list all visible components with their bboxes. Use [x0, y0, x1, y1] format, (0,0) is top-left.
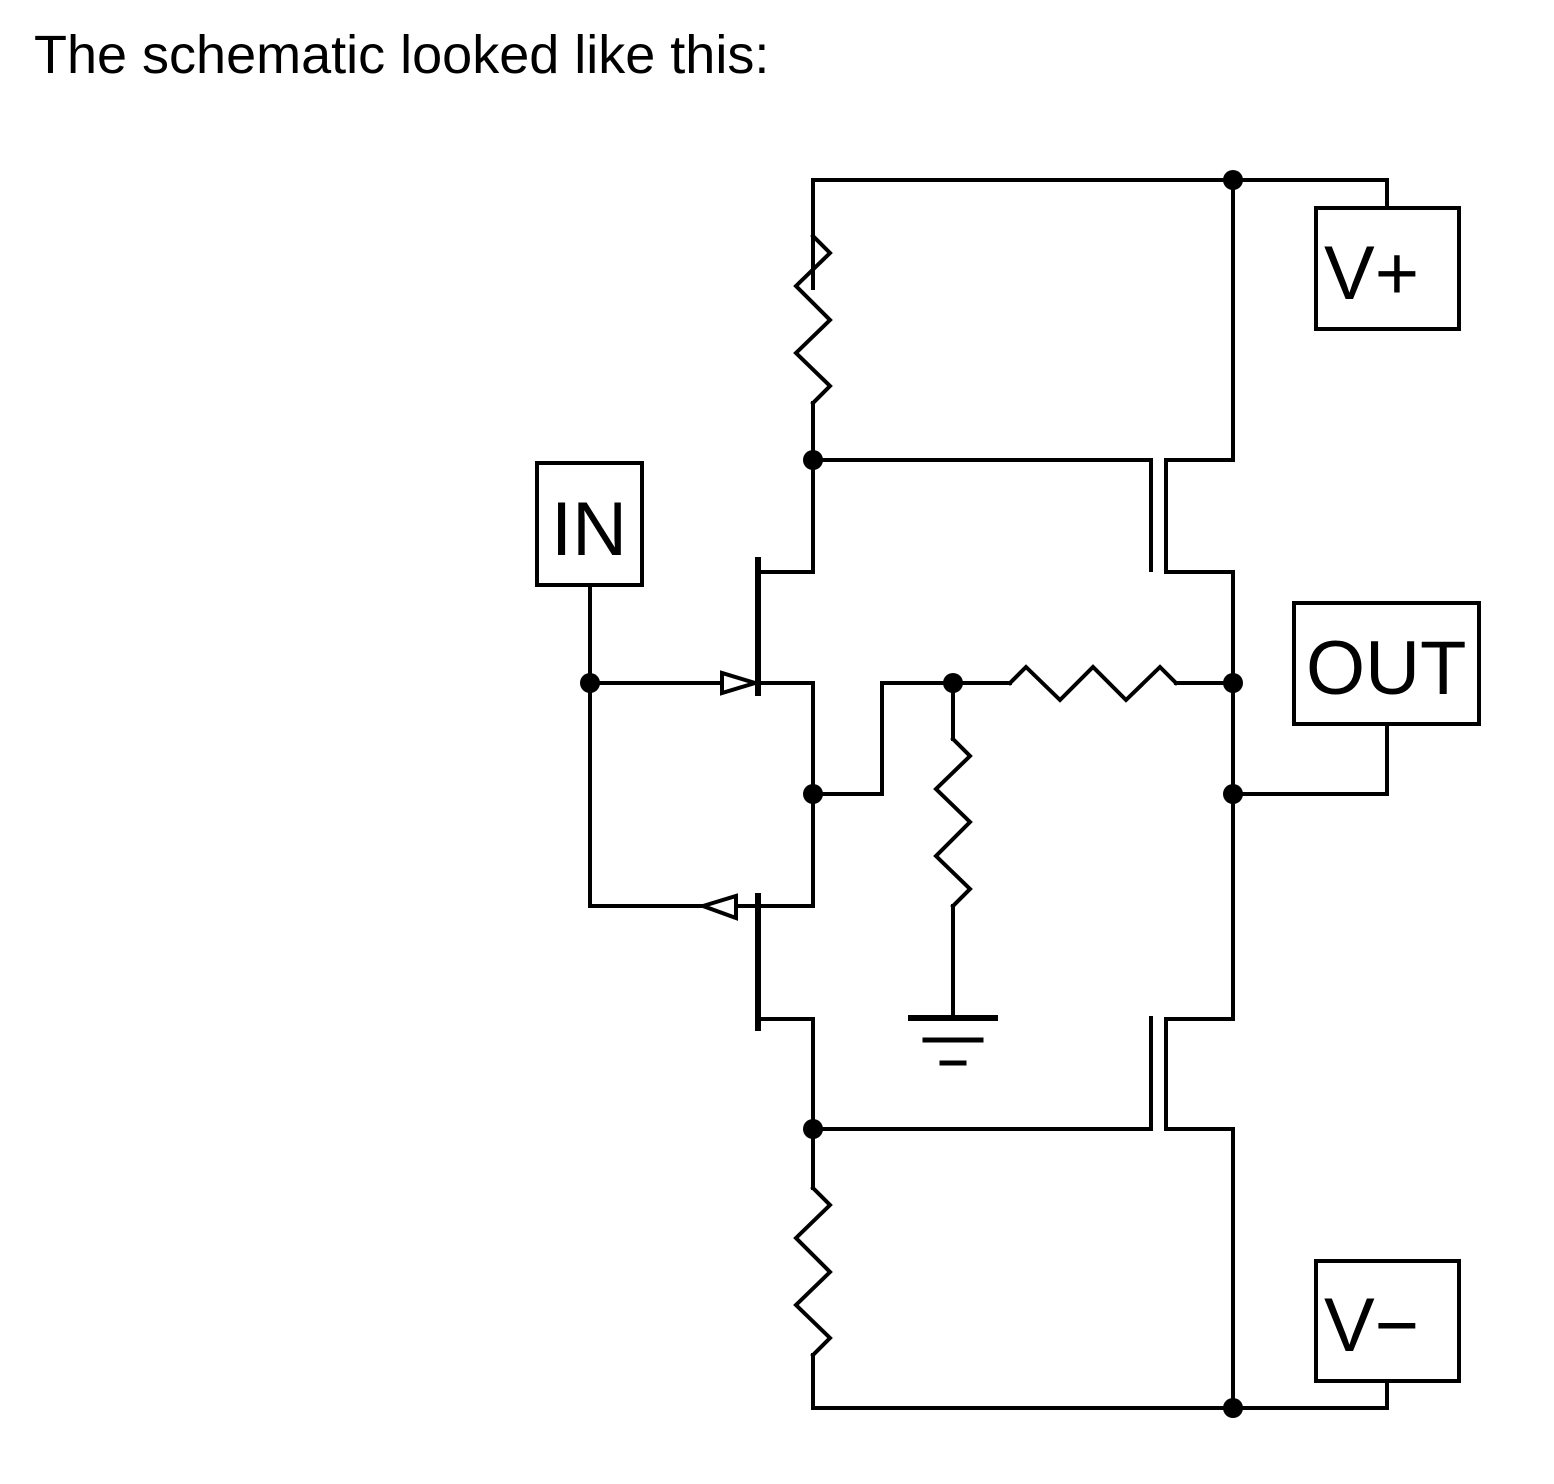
- vminus-port: V−: [1314, 1259, 1461, 1383]
- output-label: OUT: [1306, 626, 1466, 711]
- upper-drive-node: [803, 450, 1153, 572]
- output-node: [1223, 673, 1389, 1021]
- junction-dot: [803, 1119, 823, 1139]
- resistor-r2: [793, 1185, 833, 1410]
- jfet-j1: [720, 557, 815, 908]
- mosfet-m2: [811, 1016, 1235, 1410]
- vplus-port: V+: [1314, 206, 1461, 331]
- vplus-label: V+: [1324, 231, 1419, 316]
- jfet-j2: [696, 893, 815, 1190]
- output-port: OUT: [1292, 601, 1481, 726]
- gate-arrow-icon: [720, 670, 762, 696]
- source-node: [803, 673, 1012, 804]
- junction-dot: [1223, 1398, 1243, 1418]
- input-label: IN: [551, 487, 627, 572]
- junction-dot: [1223, 170, 1243, 190]
- mosfet-m1: [1164, 458, 1235, 684]
- vplus-rail: [811, 178, 1389, 462]
- vminus-label: V−: [1324, 1283, 1419, 1368]
- input-port: IN: [535, 461, 644, 587]
- input-wiring: [580, 583, 724, 908]
- caption-text: The schematic looked like this:: [34, 25, 770, 85]
- junction-dot: [580, 673, 600, 693]
- resistor-r1: [793, 178, 833, 574]
- ground-icon: [908, 1015, 998, 1066]
- resistor-r4: [933, 681, 973, 1020]
- vminus-rail: [811, 1379, 1389, 1418]
- gate-arrow-icon: [696, 893, 738, 921]
- resistor-r3: [1007, 664, 1235, 703]
